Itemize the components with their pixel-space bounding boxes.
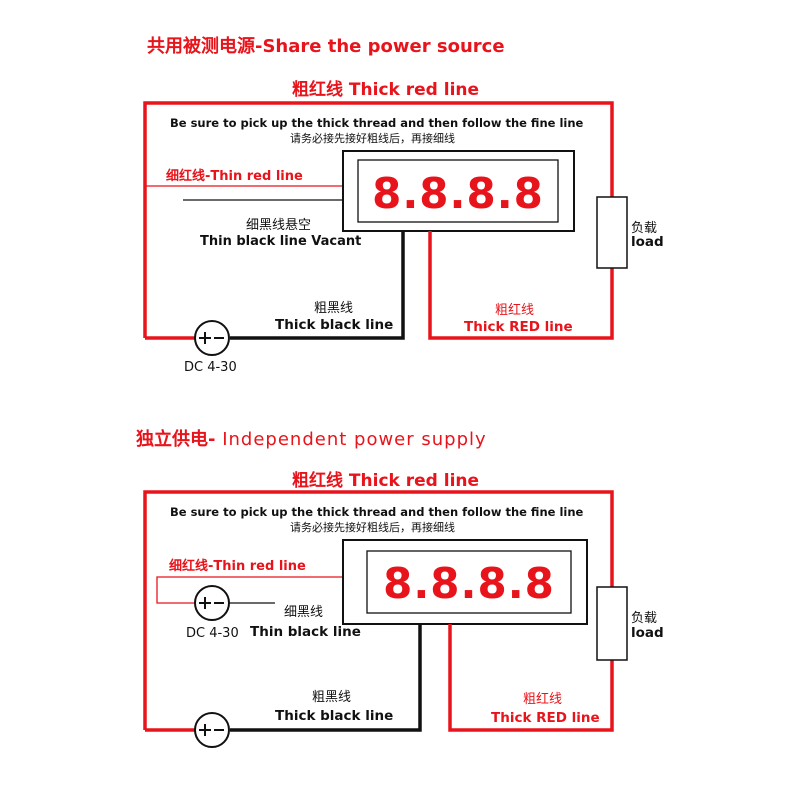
- section2-thick-red2-en: Thick RED line: [491, 710, 600, 726]
- section2-thick-red-label: 粗红线 Thick red line: [292, 470, 479, 491]
- section2-thin-red-wire: [156, 576, 343, 604]
- section1-thick-black-wire: [230, 231, 405, 340]
- section1-thin-black-en: Thin black line Vacant: [200, 234, 361, 249]
- section1-thick-red2-en: Thick RED line: [464, 319, 573, 335]
- section1-thick-red-load-wire: [428, 231, 614, 340]
- section2-meter-digits: 8.8.8.8: [383, 559, 555, 608]
- section2-small-dc-source-icon: [194, 585, 230, 621]
- section2-instruction-en: Be sure to pick up the thick thread and …: [170, 505, 584, 519]
- section2-load-resistor: [596, 586, 628, 661]
- section1-thin-red-label: 细红线-Thin red line: [166, 168, 303, 184]
- section1-load-cn: 负载: [631, 221, 657, 236]
- section1-dc-label: DC 4-30: [184, 360, 237, 375]
- section2-instruction-cn: 请务必接先接好粗线后，再接细线: [290, 520, 455, 534]
- section2-thin-black-en: Thin black line: [250, 624, 361, 640]
- section2-heading: 独立供电- Independent power supply: [136, 428, 487, 450]
- section2-thick-red-load-wire: [448, 624, 614, 732]
- section1-thin-black-cn: 细黑线悬空: [246, 218, 311, 233]
- section2-load-en: load: [631, 625, 664, 641]
- section2-dc-source-icon: [194, 712, 230, 748]
- section1-thick-black-en: Thick black line: [275, 317, 393, 333]
- section1-dc-source-icon: [194, 320, 230, 356]
- section2-meter-screen: [366, 550, 572, 614]
- section1-load-resistor: [596, 196, 628, 269]
- section1-thick-red-wire: [143, 101, 614, 338]
- section1-instruction-cn: 请务必接先接好粗线后，再接细线: [290, 131, 455, 145]
- section-share-power: 共用被测电源-Share the power source 粗红线 Thick …: [143, 35, 664, 375]
- section1-load-en: load: [631, 234, 664, 250]
- section2-thick-black-en: Thick black line: [275, 708, 393, 724]
- section-independent-power: 独立供电- Independent power supply 粗红线 Thick…: [136, 428, 664, 748]
- section1-thick-red-label: 粗红线 Thick red line: [292, 79, 479, 100]
- section2-small-dc-label: DC 4-30: [186, 626, 239, 641]
- section2-thin-red-label: 细红线-Thin red line: [169, 558, 306, 574]
- section1-meter-screen: [357, 159, 559, 223]
- section1-meter-digits: 8.8.8.8: [372, 169, 544, 218]
- section2-thick-red2-cn: 粗红线: [523, 691, 562, 707]
- section1-thick-black-cn: 粗黑线: [314, 301, 353, 316]
- section2-thick-black-cn: 粗黑线: [312, 690, 351, 705]
- section1-heading: 共用被测电源-Share the power source: [147, 35, 505, 57]
- section2-thick-black-wire: [230, 624, 422, 732]
- section1-instruction-en: Be sure to pick up the thick thread and …: [170, 116, 584, 130]
- section1-thick-red2-cn: 粗红线: [495, 302, 534, 318]
- section2-load-cn: 负载: [631, 611, 657, 626]
- section2-thin-black-cn: 细黑线: [284, 605, 323, 620]
- section2-thick-red-wire: [143, 490, 614, 730]
